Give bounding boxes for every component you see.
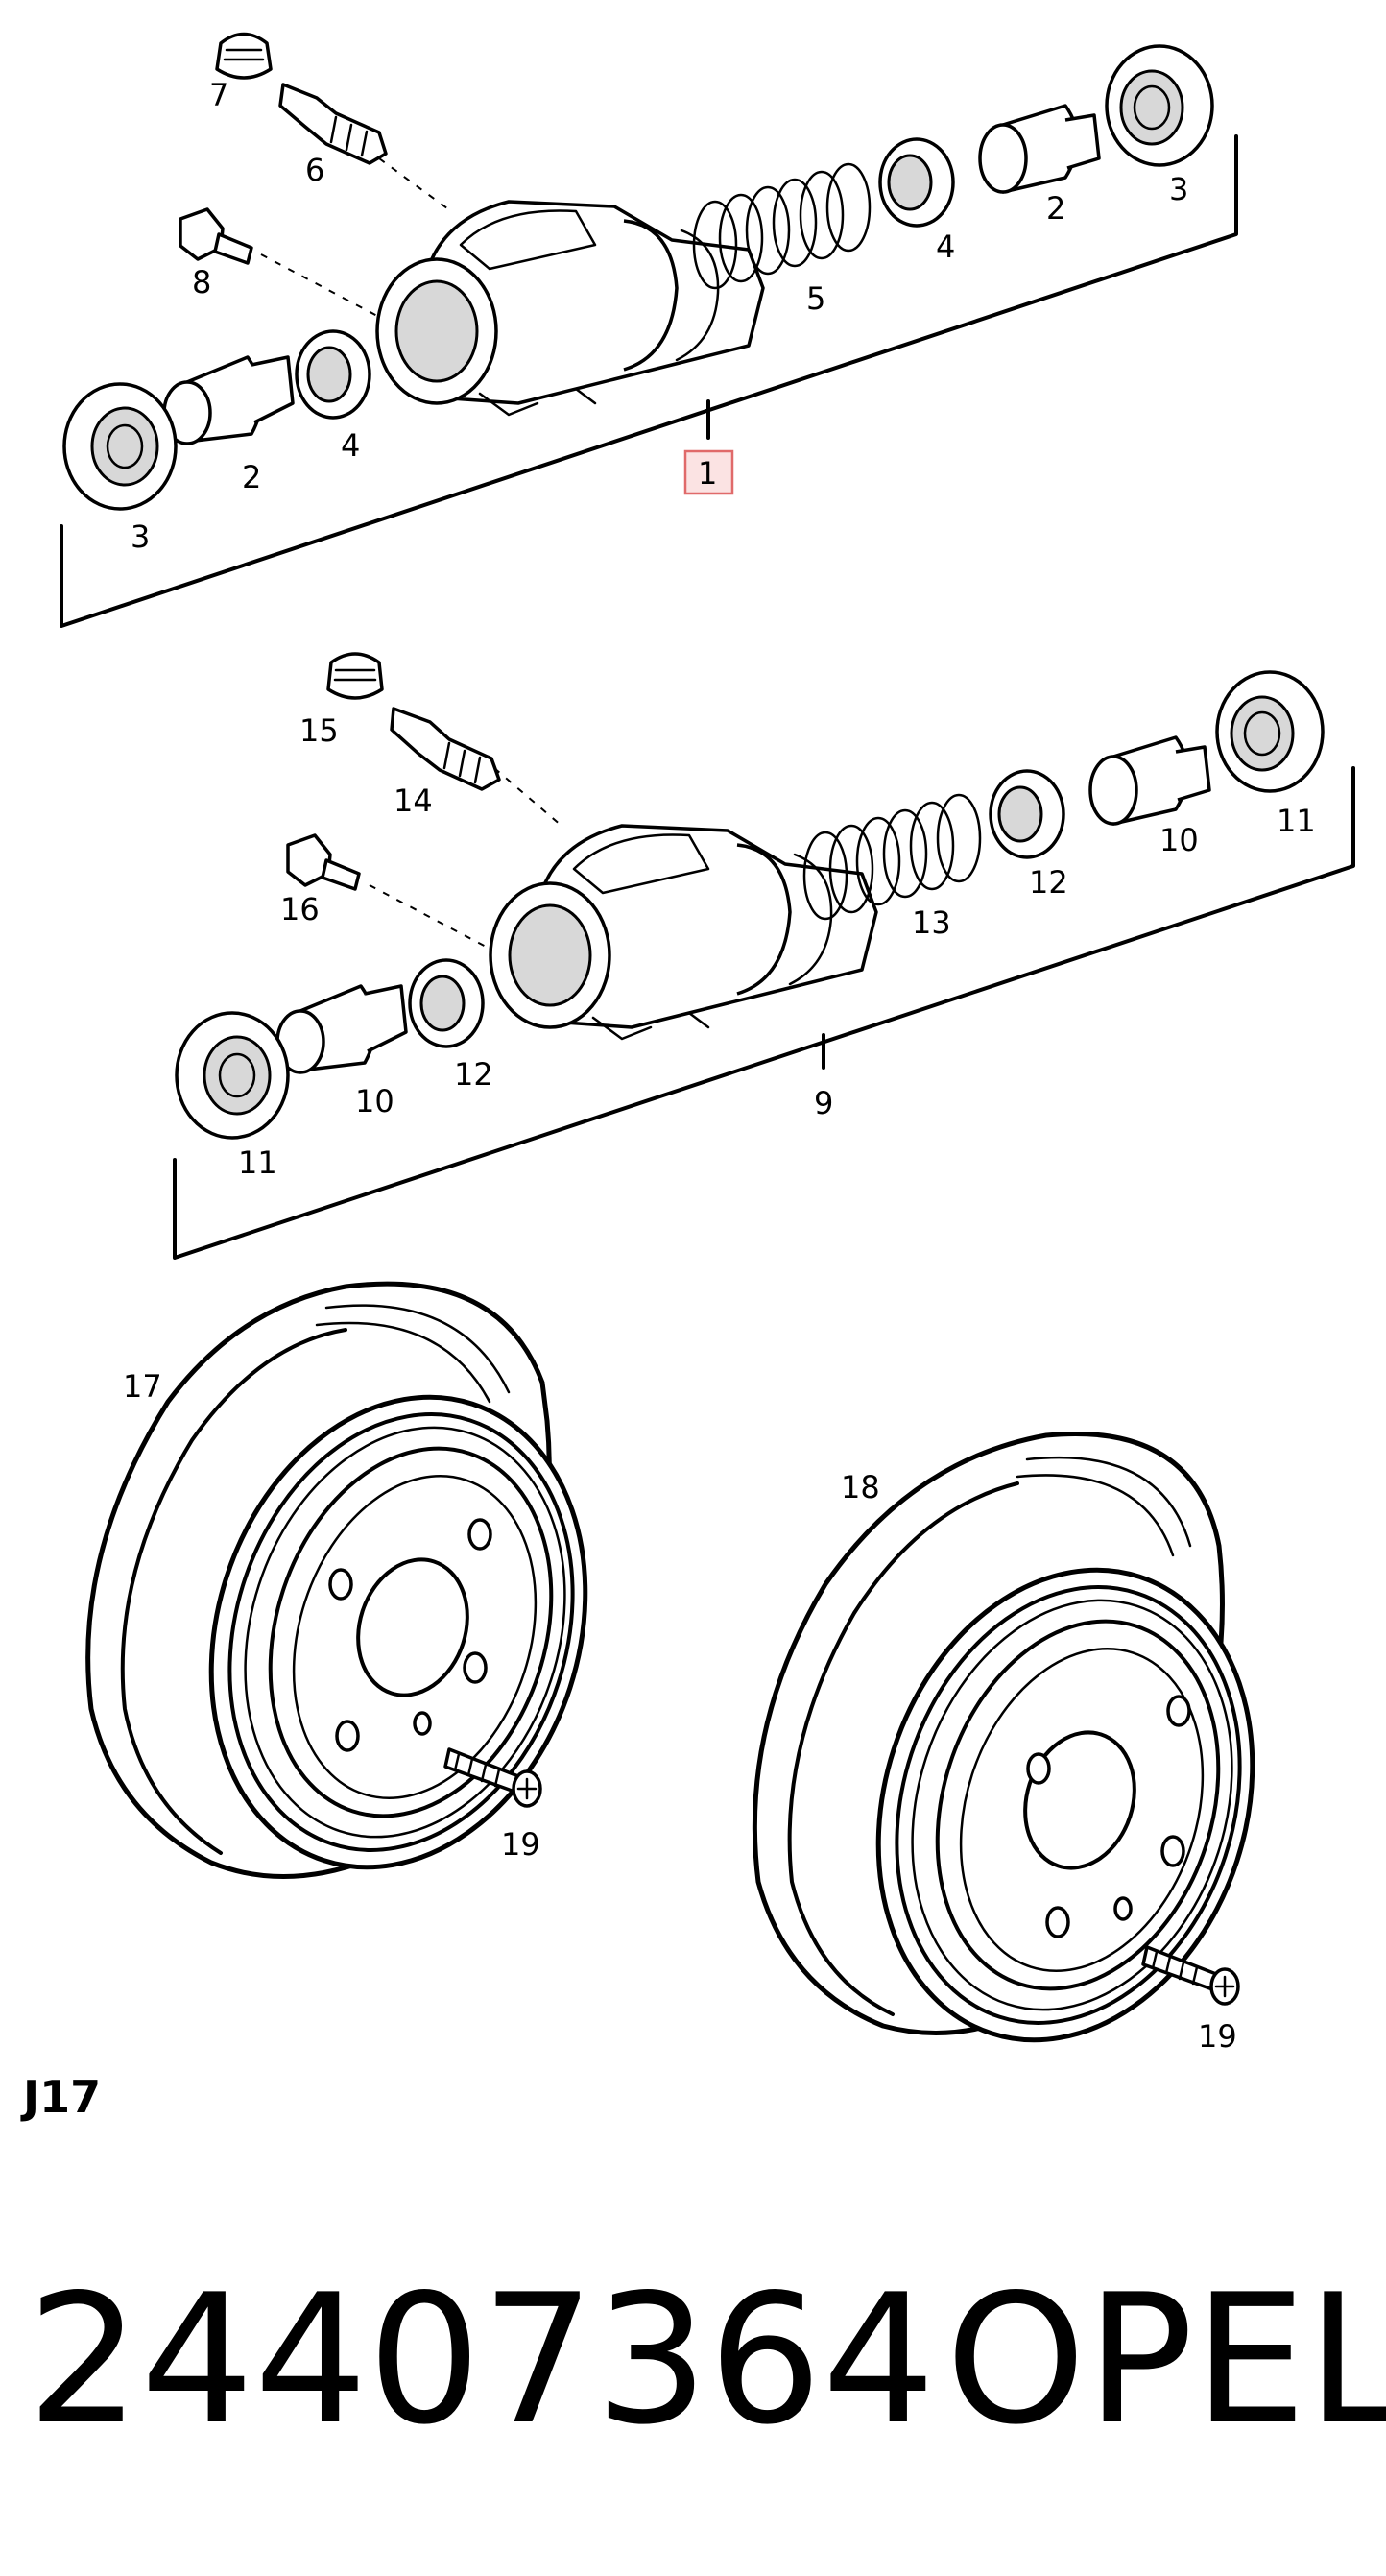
dust-boot-part [175,1011,290,1140]
callout-10: 10 [355,1083,394,1119]
callout-18: 18 [841,1469,880,1505]
callout-19: 19 [1198,2018,1237,2055]
callout-11: 11 [238,1144,277,1181]
screw-part [443,1747,542,1808]
spring-part [692,162,872,290]
callout-12: 12 [1029,864,1068,901]
cup-seal-part [989,769,1065,859]
callout-7: 7 [209,77,228,113]
callout-13: 13 [912,904,951,941]
callout-8: 8 [192,264,211,301]
callout-2: 2 [1046,190,1065,227]
callout-19: 19 [501,1826,540,1863]
dust-boot-part [62,382,178,511]
callout-1-highlight[interactable]: 1 [683,449,734,495]
cup-seal-part [295,329,371,420]
piston-part [1088,735,1211,826]
bleed-cap-part [326,652,384,700]
assembly-lower-wheel-cylinder: 15 14 16 13 12 10 11 12 10 11 9 [173,652,1355,1260]
cup-seal-part [408,958,485,1048]
screw-part [1141,1945,1240,2006]
bolt-part [286,833,361,891]
wheel-cylinder-body [375,200,765,417]
brake-drum-left [85,1281,588,1880]
brand-name: OPEL [945,2255,1386,2464]
part-number: 24407364 [27,2255,936,2464]
wheel-cylinder-body [489,824,878,1041]
callout-3: 3 [1169,171,1188,207]
assembly-upper-wheel-cylinder: 7 6 8 5 4 2 3 4 2 3 1 [60,32,1238,628]
callout-11: 11 [1277,803,1316,839]
callout-12: 12 [454,1056,493,1093]
spring-part [802,793,982,921]
piston-part [162,355,295,445]
callout-4: 4 [341,427,360,464]
callout-17: 17 [123,1368,162,1405]
brake-drum-right [752,1431,1255,2043]
cup-seal-part [878,137,955,228]
bleed-cap-part [215,32,273,80]
callout-14: 14 [394,782,433,819]
assembly-bracket-upper [60,134,1238,628]
figure-code: J17 [20,2071,101,2123]
bolt-part [179,207,253,265]
callout-6: 6 [305,152,324,188]
dust-boot-part [1215,670,1325,793]
bleed-valve-part [278,83,388,165]
assembly-bracket-lower [173,766,1355,1260]
callout-3: 3 [131,518,150,555]
callout-2: 2 [242,459,261,495]
callout-9: 9 [814,1085,833,1121]
callout-15: 15 [299,712,339,749]
bleed-valve-part [390,707,501,791]
callout-1: 1 [698,455,717,492]
callout-10: 10 [1159,822,1199,858]
piston-part [275,984,408,1074]
callout-5: 5 [806,280,825,317]
dust-boot-part [1105,44,1214,167]
piston-part [978,104,1101,194]
callout-16: 16 [280,891,320,927]
callout-4: 4 [936,229,955,265]
